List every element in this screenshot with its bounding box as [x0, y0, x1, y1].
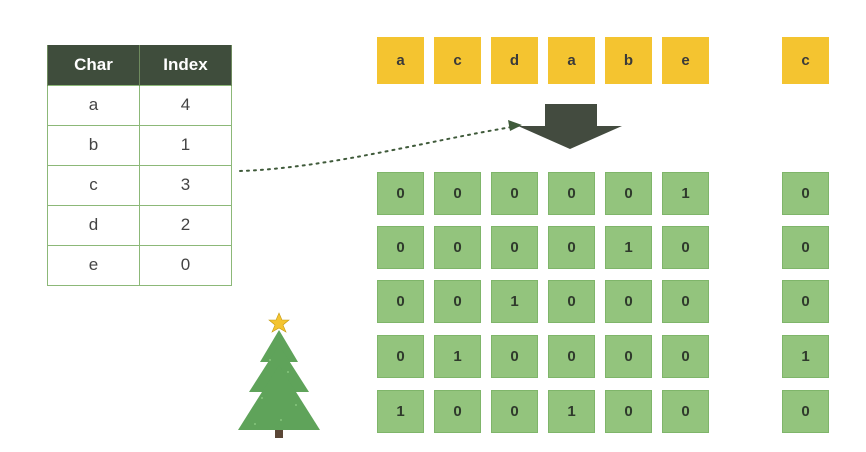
matrix-cell: 0 [605, 280, 652, 323]
sequence-char: e [662, 37, 709, 84]
matrix-cell: 0 [377, 280, 424, 323]
matrix-cell: 0 [434, 226, 481, 269]
header-char: Char [47, 45, 140, 85]
matrix-cell: 0 [377, 172, 424, 215]
matrix-cell: 0 [434, 172, 481, 215]
sequence-char: c [434, 37, 481, 84]
extra-column-cell: 0 [782, 226, 829, 269]
header-index: Index [139, 45, 232, 85]
matrix-cell: 0 [377, 226, 424, 269]
matrix-cell: 0 [491, 172, 538, 215]
table-row: d 2 [47, 204, 232, 246]
matrix-cell: 0 [605, 390, 652, 433]
row-index: 0 [139, 244, 232, 286]
row-index: 2 [139, 204, 232, 246]
sequence-char: b [605, 37, 652, 84]
extra-column-cell: 0 [782, 172, 829, 215]
row-index: 1 [139, 124, 232, 166]
sequence-char: a [377, 37, 424, 84]
matrix-cell: 1 [434, 335, 481, 378]
star-icon [268, 312, 290, 333]
matrix-cell: 0 [662, 390, 709, 433]
matrix-cell: 0 [548, 335, 595, 378]
matrix-cell: 1 [662, 172, 709, 215]
extra-column-cell: 1 [782, 335, 829, 378]
matrix-cell: 0 [434, 280, 481, 323]
matrix-cell: 0 [662, 280, 709, 323]
table-row: e 0 [47, 244, 232, 286]
matrix-cell: 1 [491, 280, 538, 323]
row-char: d [47, 204, 140, 246]
matrix-cell: 0 [434, 390, 481, 433]
sequence-char: a [548, 37, 595, 84]
matrix-cell: 0 [491, 335, 538, 378]
matrix-cell: 1 [605, 226, 652, 269]
down-arrow-icon [518, 104, 622, 149]
matrix-cell: 1 [548, 390, 595, 433]
matrix-cell: 0 [605, 335, 652, 378]
dotted-curve-connector [239, 125, 519, 172]
matrix-cell: 0 [377, 335, 424, 378]
row-char: e [47, 244, 140, 286]
matrix-cell: 1 [377, 390, 424, 433]
row-index: 4 [139, 84, 232, 126]
row-char: c [47, 164, 140, 206]
matrix-cell: 0 [491, 390, 538, 433]
matrix-cell: 0 [605, 172, 652, 215]
table-row: b 1 [47, 124, 232, 166]
sequence-char: d [491, 37, 538, 84]
matrix-cell: 0 [548, 280, 595, 323]
matrix-cell: 0 [491, 226, 538, 269]
matrix-cell: 0 [548, 226, 595, 269]
connector-arrowhead [508, 120, 522, 131]
table-header-row: Char Index [47, 45, 232, 85]
matrix-cell: 0 [662, 226, 709, 269]
christmas-tree-icon [238, 330, 320, 438]
extra-column-cell: 0 [782, 390, 829, 433]
char-index-table: Char Index a 4 b 1 c 3 d 2 e 0 [47, 45, 232, 286]
matrix-cell: 0 [662, 335, 709, 378]
extra-column-cell: 0 [782, 280, 829, 323]
extra-char: c [782, 37, 829, 84]
matrix-cell: 0 [548, 172, 595, 215]
row-char: b [47, 124, 140, 166]
